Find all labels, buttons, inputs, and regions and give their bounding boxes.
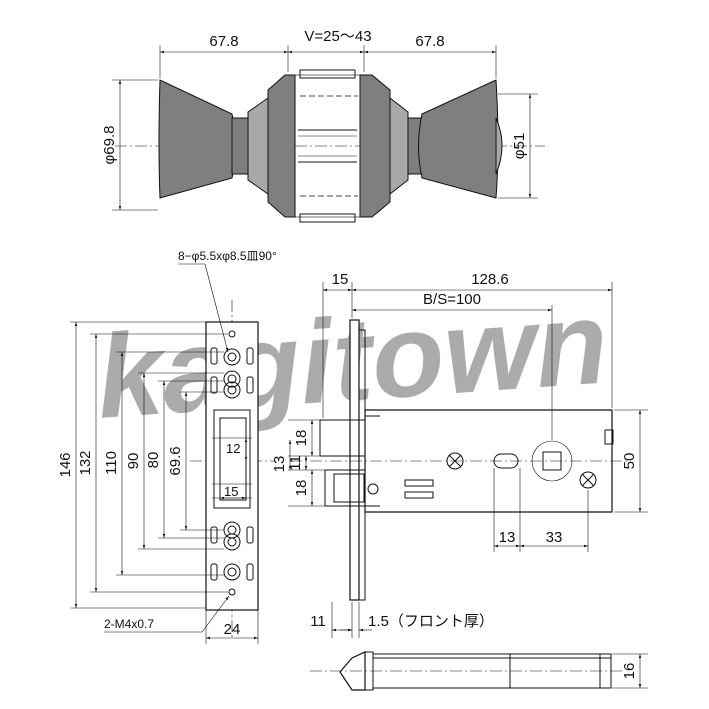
side-view-dimensions: 15 128.6 B/S=100 18 13 11 18 50 13 33 11 (271, 271, 648, 638)
dim-front-thickness: 1.5（フロント厚） (368, 613, 494, 630)
dim-hub-to-screw: 33 (546, 529, 563, 546)
dim-window-width: 15 (224, 484, 238, 499)
dim-total-length: 128.6 (471, 271, 509, 288)
dim-latch-upper: 18 (293, 430, 310, 447)
dim-height-80: 80 (145, 452, 162, 469)
dim-height-110: 110 (103, 451, 120, 475)
dim-door-thickness: V=25～43 (304, 28, 371, 45)
dim-height-132: 132 (77, 450, 94, 475)
top-view-knob-assembly (115, 69, 545, 223)
dim-rose-diameter: φ51 (511, 133, 528, 159)
dim-latch-mid-b: 11 (287, 455, 304, 471)
note-mount-thread: 2-M4x0.7 (104, 617, 154, 631)
dim-face-depth: 11 (310, 613, 326, 630)
dim-overall-height: 146 (57, 452, 74, 477)
screw-hole-group (210, 330, 254, 596)
dim-backset: B/S=100 (423, 291, 481, 308)
bottom-view-case: 16 (310, 651, 648, 691)
dim-face-offset: 15 (332, 271, 349, 288)
dim-latch-mid-a: 13 (271, 456, 288, 473)
dim-case-height: 50 (621, 453, 638, 470)
top-view-dimensions: 67.8 V=25～43 67.8 φ69.8 φ51 (101, 28, 538, 211)
dim-plate-width: 24 (224, 621, 241, 638)
dim-latch-lower: 18 (293, 480, 310, 497)
dim-hub-offset: 13 (499, 529, 516, 546)
dim-right-knob-length: 67.8 (415, 33, 444, 50)
dim-height-69-6: 69.6 (167, 446, 184, 475)
dim-knob-diameter: φ69.8 (101, 126, 118, 165)
front-view-plate (190, 300, 275, 640)
dim-window-height: 12 (226, 441, 240, 456)
front-view-dimensions: 8−φ5.5xφ8.5皿90° 146 132 110 90 80 69.6 1… (57, 249, 277, 644)
dim-left-knob-length: 67.8 (209, 33, 238, 50)
dim-height-90: 90 (125, 453, 142, 470)
dim-case-thickness: 16 (621, 663, 638, 680)
note-screw-holes: 8−φ5.5xφ8.5皿90° (178, 249, 277, 263)
side-view-case (290, 319, 630, 601)
